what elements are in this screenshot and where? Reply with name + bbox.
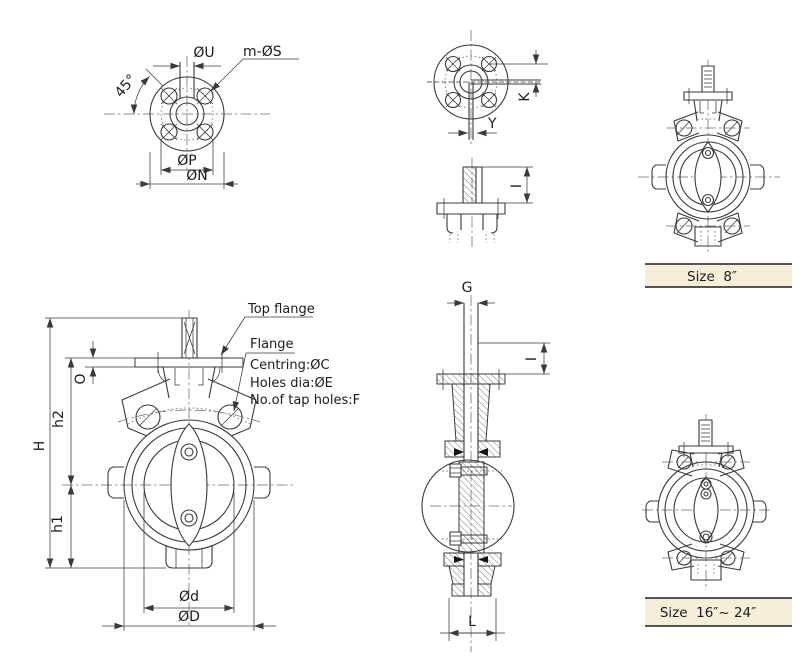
size-16-24-caption: Size 16″~ 24″ xyxy=(645,597,792,627)
valve-front-large-view: Top flange Flange Centring:ØC Holes dia:… xyxy=(32,302,360,631)
dim-label-y: Y xyxy=(487,116,497,132)
callout-flange: Flange xyxy=(250,337,294,352)
bolt-holes xyxy=(160,87,214,141)
callout-centring: Centring:ØC xyxy=(250,358,330,373)
valve-section-view: G I xyxy=(421,280,550,652)
dim-label-i-section: I xyxy=(524,357,540,361)
flange-section-view: I xyxy=(436,158,533,248)
dim-label-k: K xyxy=(517,92,533,102)
dim-label-od-small: Ød xyxy=(179,589,199,605)
caption-size-8: Size 8″ xyxy=(687,269,737,285)
caption-box xyxy=(645,264,792,287)
dim-label-h: H xyxy=(32,441,48,452)
size-8-caption: Size 8″ xyxy=(645,263,792,288)
dim-label-on: ØN xyxy=(186,168,208,184)
dim-label-m-os: m-ØS xyxy=(243,44,282,60)
dim-label-g: G xyxy=(462,280,473,296)
dim-label-op: ØP xyxy=(177,153,196,169)
dim-label-l: L xyxy=(468,614,476,630)
caption-size-16-24: Size 16″~ 24″ xyxy=(660,605,756,621)
flange-detail-view: K Y xyxy=(427,30,548,147)
caption-box xyxy=(645,598,792,626)
flange-top-view: ØU m-ØS 45° ØP ØN xyxy=(104,44,299,189)
dim-label-45deg: 45° xyxy=(112,71,140,100)
top-flange-plate xyxy=(134,357,244,368)
dim-label-i-top: I xyxy=(509,184,525,188)
dim-label-o: O xyxy=(73,373,89,384)
callout-tap-holes: No.of tap holes:F xyxy=(250,393,360,408)
dim-label-od-big: ØD xyxy=(178,609,200,625)
callout-holes-dia: Holes dia:ØE xyxy=(250,376,333,391)
dim-label-h2: h2 xyxy=(51,410,67,428)
dim-label-ou: ØU xyxy=(193,45,214,61)
valve-front-8in-view xyxy=(638,60,780,252)
dim-label-h1: h1 xyxy=(50,515,66,533)
valve-front-16-24in-view xyxy=(642,414,772,590)
callout-top-flange: Top flange xyxy=(247,302,315,317)
bolt-holes xyxy=(444,55,498,109)
